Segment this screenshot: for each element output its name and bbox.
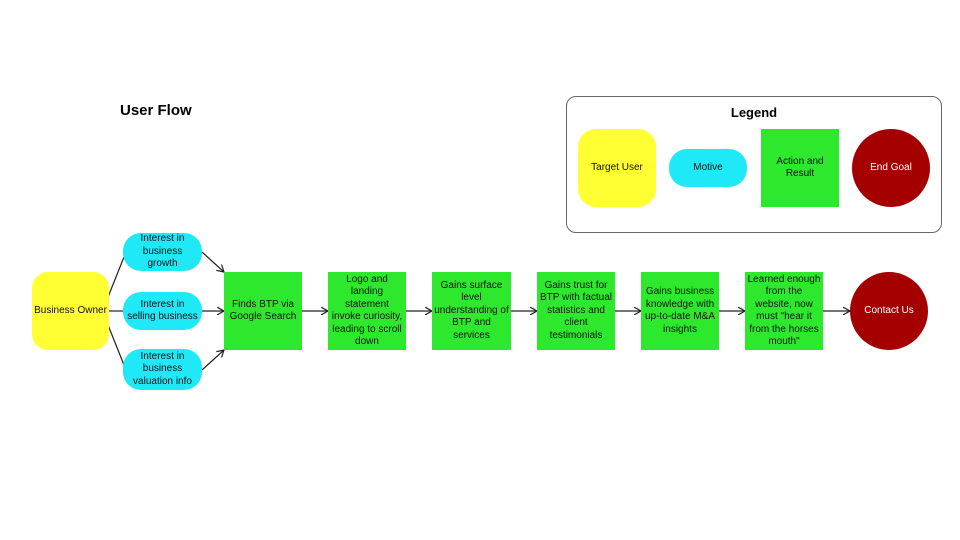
motive-node-business-growth: Interest in business growth <box>123 233 202 271</box>
business-owner-label: Business Owner <box>34 304 107 316</box>
step-label: Learned enough from the website, now mus… <box>747 273 821 348</box>
step-node-gains-trust: Gains trust for BTP with factual statist… <box>537 272 615 350</box>
connector-motive-3-step-1 <box>201 350 224 371</box>
contact-us-goal-node: Contact Us <box>850 272 928 350</box>
step-node-learned-enough: Learned enough from the website, now mus… <box>745 272 823 350</box>
motive-node-valuation-info: Interest in business valuation info <box>123 349 202 390</box>
step-label: Finds BTP via Google Search <box>229 298 297 323</box>
legend-motive-label: Motive <box>693 161 723 173</box>
step-node-finds-btp: Finds BTP via Google Search <box>224 272 302 350</box>
legend-action-result: Action and Result <box>761 129 839 207</box>
legend-action-result-label: Action and Result <box>776 155 824 180</box>
legend-motive: Motive <box>669 149 747 187</box>
diagram-title: User Flow <box>120 102 192 119</box>
step-label: Gains trust for BTP with factual statist… <box>539 279 613 341</box>
step-node-surface-understanding: Gains surface level understanding of BTP… <box>432 272 511 350</box>
legend-target-user-label: Target User <box>591 161 643 173</box>
step-node-landing-curiosity: Logo and landing statement invoke curios… <box>328 272 406 350</box>
motive-label: Interest in business valuation info <box>133 350 192 387</box>
step-label: Gains business knowledge with up-to-date… <box>644 286 716 335</box>
step-node-business-knowledge: Gains business knowledge with up-to-date… <box>641 272 719 350</box>
motive-node-selling-business: Interest in selling business <box>123 292 202 330</box>
legend-title: Legend <box>730 105 778 120</box>
motive-label: Interest in selling business <box>127 298 198 323</box>
connector-motive-1-step-1 <box>201 251 224 272</box>
step-label: Gains surface level understanding of BTP… <box>434 279 509 341</box>
motive-label: Interest in business growth <box>140 233 185 270</box>
legend-end-goal: End Goal <box>852 129 930 207</box>
connector-user-motive-1 <box>107 256 125 298</box>
business-owner-node: Business Owner <box>32 272 109 350</box>
goal-label: Contact Us <box>864 304 914 316</box>
legend-target-user: Target User <box>578 129 656 207</box>
legend-end-goal-label: End Goal <box>870 161 912 173</box>
step-label: Logo and landing statement invoke curios… <box>331 273 403 348</box>
connector-user-motive-3 <box>107 324 125 366</box>
